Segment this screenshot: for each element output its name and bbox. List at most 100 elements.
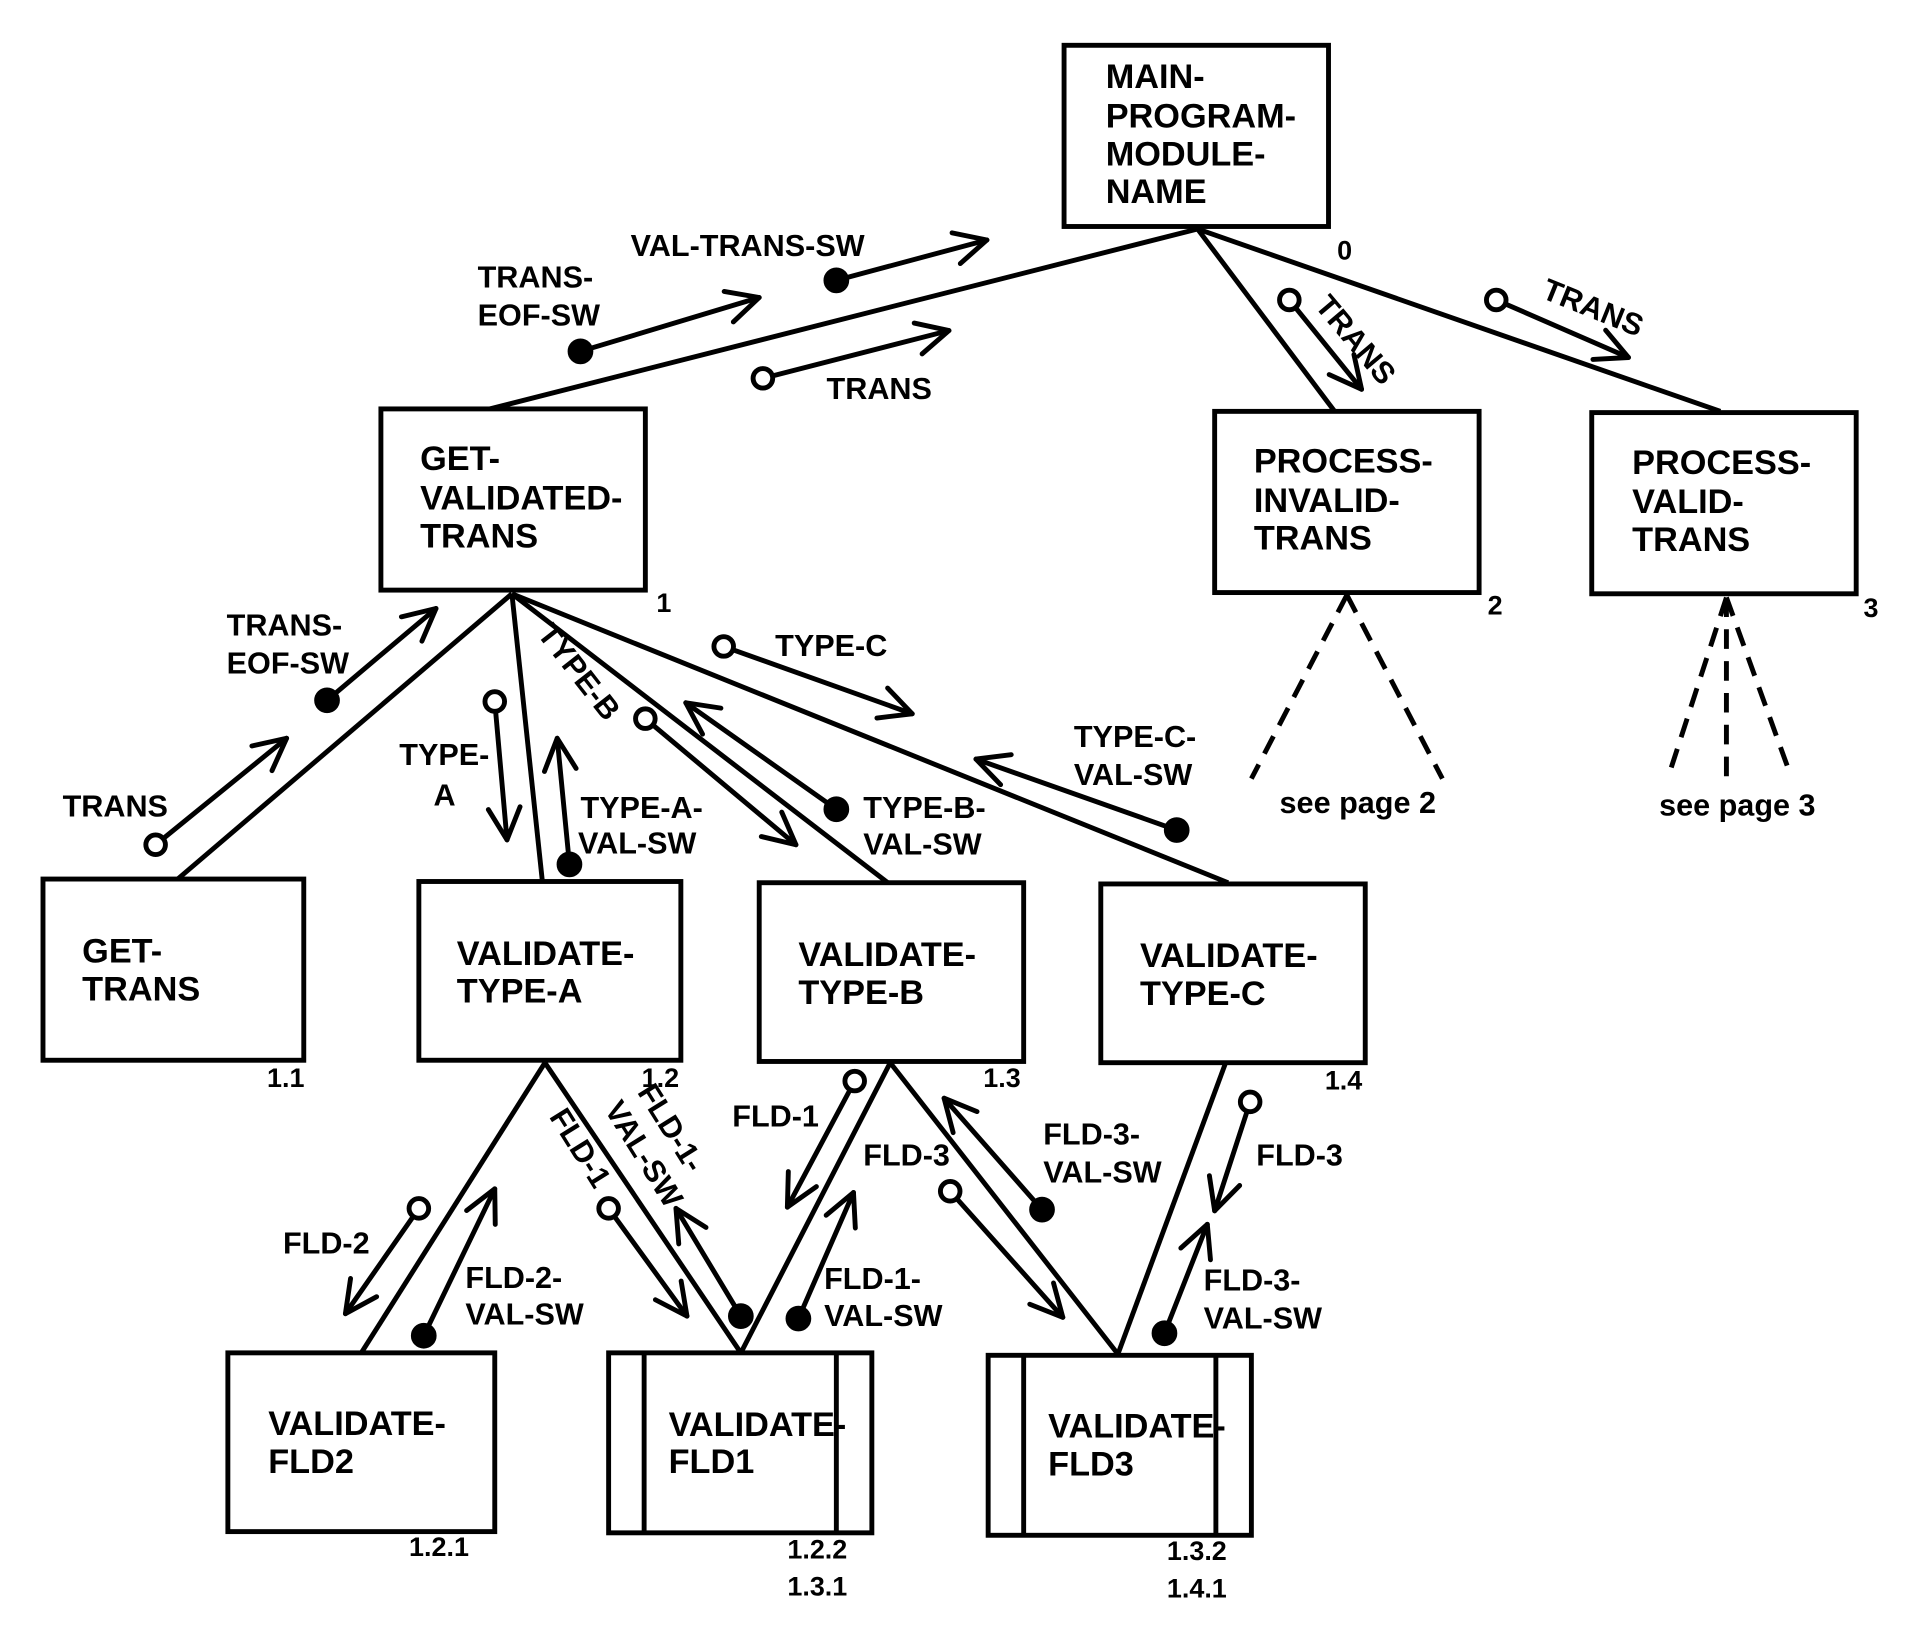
data-couple-icon [633, 706, 658, 731]
arrowhead-icon [541, 735, 579, 774]
couple-arrow-trans-to-1 [750, 320, 952, 391]
couple-arrow-type-c [711, 634, 915, 721]
module-label: VALIDATED- [420, 479, 622, 517]
couple-label: FLD-3 [1256, 1139, 1343, 1173]
couple-labels: VAL-TRANS-SW TRANS- EOF-SW TRANS TRANS T… [63, 229, 1649, 1335]
couple-shaft [771, 328, 952, 379]
module-label: VALIDATE- [1048, 1407, 1226, 1445]
see-page-3-note[interactable]: see page 3 [1659, 788, 1815, 822]
couple-label: VAL-SW [824, 1299, 943, 1333]
connector-1.4-1.4.1 [1115, 1061, 1228, 1355]
data-couple-icon [1484, 287, 1509, 313]
module-label: GET- [420, 440, 500, 478]
module-get-trans[interactable]: GET- TRANS 1.1 [40, 876, 307, 1093]
module-number: 2 [1488, 591, 1503, 621]
data-couple-icon [406, 1196, 432, 1221]
module-number: 1.1 [267, 1063, 304, 1093]
arrowhead-icon [1590, 327, 1631, 362]
couple-shaft [973, 756, 1169, 829]
module-validate-type-b[interactable]: VALIDATE- TYPE-B 1.3 [756, 880, 1027, 1093]
couple-shaft [426, 1186, 498, 1329]
couple-arrow-val-trans-sw [823, 230, 990, 294]
module-main[interactable]: MAIN- PROGRAM- MODULE- NAME 0 [1061, 42, 1352, 266]
module-number: 1.3.2 [1167, 1536, 1227, 1566]
couple-label: TRANS [827, 372, 932, 406]
arrowhead-icon [342, 1276, 380, 1317]
data-couple-icon [596, 1196, 621, 1221]
couple-arrow-type-a [482, 689, 523, 843]
couple-shaft [342, 1214, 416, 1317]
couple-shaft [161, 735, 290, 841]
couple-label: TYPE-C [775, 629, 887, 663]
module-validate-type-a[interactable]: VALIDATE- TYPE-A 1.2 [416, 879, 684, 1094]
couple-arrow-fld-3-val-sw-b [941, 1095, 1055, 1223]
couple-label: FLD-3- [1204, 1263, 1301, 1297]
connector-1.2-1.2.1 [359, 1061, 548, 1355]
module-number: 1.2.2 [787, 1535, 847, 1565]
control-flag-icon [823, 796, 850, 823]
couple-shaft [1293, 306, 1365, 392]
arrowhead-icon [911, 320, 952, 357]
module-validate-fld1[interactable]: VALIDATE- FLD1 1.2.2 1.3.1 [606, 1350, 875, 1601]
arrowhead-icon [874, 685, 915, 721]
couple-label: VAL-SW [1043, 1156, 1162, 1190]
couple-shaft [800, 1190, 856, 1311]
module-number: 1.2 [642, 1063, 679, 1093]
arrowhead-icon [941, 1095, 980, 1136]
module-number: 1 [656, 588, 671, 618]
connector-1.2-1.2.2 [542, 1061, 743, 1355]
module-process-invalid-trans[interactable]: PROCESS- INVALID- TRANS 2 [1212, 408, 1503, 621]
module-label: MODULE- [1106, 135, 1266, 173]
connectors [176, 226, 1793, 1356]
module-label: FLD1 [669, 1443, 755, 1481]
control-flag-icon [1151, 1320, 1178, 1347]
arrowhead-icon [784, 1169, 819, 1210]
connector-0-3 [1196, 226, 1722, 414]
module-validate-type-c[interactable]: VALIDATE- TYPE-C 1.4 [1098, 881, 1368, 1096]
arrowhead-icon [485, 804, 523, 843]
module-label: TYPE-B [798, 974, 924, 1012]
control-flag-icon [567, 338, 594, 365]
couple-arrow-trans-eof-sw-1-1 [314, 606, 439, 714]
couple-shaft [941, 1095, 1038, 1204]
arrowhead-icon [683, 700, 724, 737]
control-flag-icon [727, 1303, 754, 1329]
couple-label: TYPE-C- [1074, 720, 1196, 754]
module-label: VALIDATE- [268, 1405, 446, 1443]
control-flag-icon [785, 1305, 812, 1332]
module-label: INVALID- [1254, 482, 1400, 520]
couple-arrow-fld-3-from-c [1206, 1089, 1263, 1214]
arrowhead-icon [1178, 1221, 1213, 1263]
couple-arrow-trans-eof-sw [567, 289, 762, 365]
couple-label: EOF-SW [227, 646, 349, 680]
module-get-validated-trans[interactable]: GET- VALIDATED- TRANS 1 [378, 406, 671, 618]
dashed-connector [1665, 596, 1729, 780]
couple-arrow-trans-to-2 [1277, 287, 1365, 392]
data-couple-icon [750, 366, 776, 391]
dashed-connector [1724, 596, 1793, 775]
data-couple-icon [1237, 1089, 1263, 1115]
module-process-valid-trans[interactable]: PROCESS- VALID- TRANS 3 [1589, 410, 1879, 623]
module-label: VALID- [1632, 483, 1744, 521]
couple-arrow-fld-1-val-sw-b [785, 1190, 858, 1332]
module-number: 3 [1864, 593, 1879, 623]
couples [143, 230, 1631, 1349]
module-label: MAIN- [1106, 58, 1205, 96]
arrowhead-icon [823, 1190, 858, 1231]
arrowhead-icon [249, 735, 290, 774]
control-flag-icon [410, 1322, 437, 1349]
couple-arrow-trans-1-1 [143, 735, 290, 858]
control-flag-icon [556, 851, 583, 878]
see-page-2-note[interactable]: see page 2 [1280, 786, 1436, 820]
module-label: VALIDATE- [457, 935, 635, 973]
couple-label: A [434, 779, 456, 813]
couple-label: TRANS- [478, 261, 594, 295]
couple-label: FLD-1 [732, 1099, 819, 1133]
couple-label: FLD-3- [1043, 1118, 1140, 1152]
module-validate-fld3[interactable]: VALIDATE- FLD3 1.3.2 1.4.1 [985, 1352, 1254, 1604]
module-validate-fld2[interactable]: VALIDATE- FLD2 1.2.1 [225, 1350, 498, 1562]
couple-label: VAL-SW [578, 826, 697, 860]
module-number: 0 [1337, 236, 1352, 266]
dashed-connector [1249, 593, 1350, 780]
couple-arrow-fld-3-from-b [937, 1179, 1066, 1320]
